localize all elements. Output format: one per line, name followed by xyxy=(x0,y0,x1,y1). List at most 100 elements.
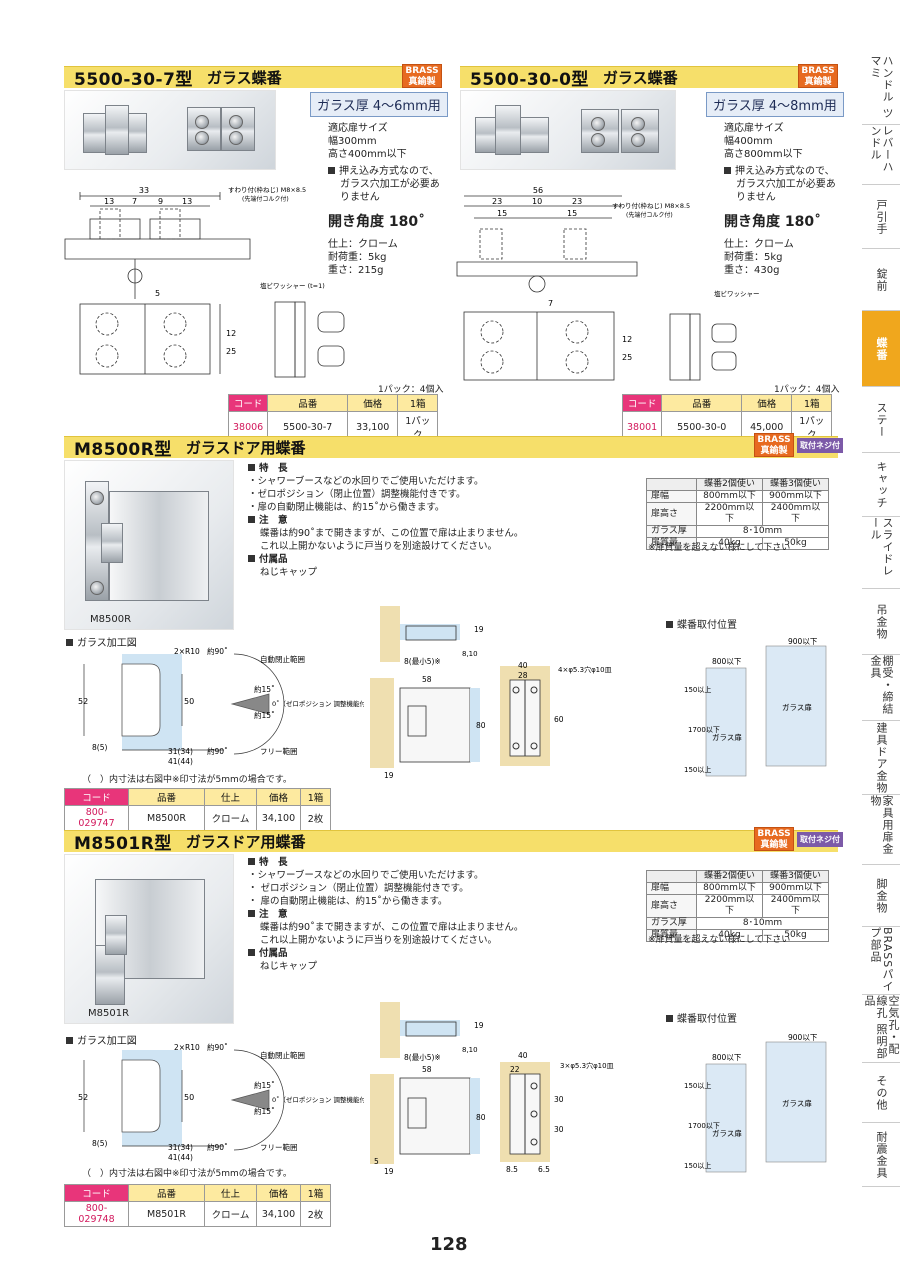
product-title-bar-m8500r: M8500R型 ガラスドア用蝶番 xyxy=(64,436,838,460)
side-nav-item[interactable]: その他 xyxy=(862,1063,900,1123)
product-photo-5500-30-0 xyxy=(460,90,676,170)
svg-text:5: 5 xyxy=(374,1157,379,1166)
svg-text:60: 60 xyxy=(554,715,564,724)
side-nav-item[interactable]: 戸引手 xyxy=(862,185,900,249)
side-nav-label: 建具ドア金物 xyxy=(875,721,888,794)
spec-block-5500-30-0: 適応扉サイズ 幅400mm 高さ800mm以下 押え込み方式なので、ガラス穴加工… xyxy=(724,122,844,277)
side-nav-label: 脚金物 xyxy=(875,877,888,914)
side-nav-item[interactable]: 建具ドア金物 xyxy=(862,721,900,795)
svg-text:8(最小5)※: 8(最小5)※ xyxy=(404,1053,441,1062)
svg-text:3×φ5.3穴φ10皿: 3×φ5.3穴φ10皿 xyxy=(560,1061,614,1070)
side-nav-item[interactable]: 脚金物 xyxy=(862,865,900,927)
svg-text:1700以下: 1700以下 xyxy=(688,1122,720,1130)
load-note: ※扉質量を超えない様にして下さい xyxy=(648,543,791,553)
side-nav-item[interactable]: 空気孔・配線孔 照明部品 xyxy=(862,995,900,1063)
svg-text:41(44): 41(44) xyxy=(168,1153,193,1162)
side-nav-item[interactable]: 錠前 xyxy=(862,249,900,311)
svg-text:58: 58 xyxy=(422,675,432,684)
model-number: M8500R型 xyxy=(74,440,172,460)
install-position-heading: 蝶番取付位置 xyxy=(666,1010,737,1025)
svg-text:ガラス扉: ガラス扉 xyxy=(712,732,742,742)
svg-text:800以下: 800以下 xyxy=(712,1053,742,1062)
svg-text:52: 52 xyxy=(78,1093,88,1102)
side-nav-item[interactable]: スライドレール xyxy=(862,517,900,589)
svg-text:2×R10: 2×R10 xyxy=(174,1043,200,1052)
glass-processing-heading: ガラス加工図 xyxy=(66,634,137,649)
svg-text:約90˚: 約90˚ xyxy=(207,746,228,756)
svg-text:52: 52 xyxy=(78,697,88,706)
svg-text:自動閉止範囲: 自動閉止範囲 xyxy=(260,654,305,664)
svg-text:8(最小5)※: 8(最小5)※ xyxy=(404,657,441,666)
side-nav-item[interactable]: ステー xyxy=(862,387,900,453)
hinge-section-drawing-m8500r: 8(最小5)※ 8,10 19 58 80 19 40 28 60 4×φ5.3… xyxy=(370,606,612,780)
side-nav-item[interactable]: キャッチ xyxy=(862,453,900,517)
svg-text:9: 9 xyxy=(158,197,163,206)
svg-text:25: 25 xyxy=(622,353,632,362)
svg-text:41(44): 41(44) xyxy=(168,757,193,766)
opening-angle: 開き角度 180˚ xyxy=(328,214,426,230)
svg-text:30: 30 xyxy=(554,1095,564,1104)
svg-text:33: 33 xyxy=(139,186,149,195)
svg-text:8,10: 8,10 xyxy=(462,650,478,658)
svg-text:150以上: 150以上 xyxy=(684,685,711,694)
product-name: ガラスドア用蝶番 xyxy=(185,439,306,457)
features-list-m8500r: 特 長 ・シャワーブースなどの水回りでご使用いただけます。 ・ゼロポジション（閉… xyxy=(248,463,524,578)
svg-text:19: 19 xyxy=(384,771,394,780)
side-nav-item[interactable]: BRASSパイプ部品 xyxy=(862,927,900,995)
svg-text:900以下: 900以下 xyxy=(788,1033,818,1042)
side-nav-item[interactable]: 吊金物 xyxy=(862,589,900,655)
svg-text:約90˚: 約90˚ xyxy=(207,646,228,656)
svg-text:7: 7 xyxy=(132,197,137,206)
side-nav-item[interactable]: 棚受・締結金具 xyxy=(862,655,900,721)
technical-drawing-5500-30-0: 56 23 10 23 15 15 7 12 25 すわり付(枠ねじ) M8×8… xyxy=(456,186,762,381)
model-number: 5500-30-7型 xyxy=(74,70,193,90)
svg-text:10: 10 xyxy=(532,197,542,206)
svg-text:50: 50 xyxy=(184,697,194,706)
svg-text:6.5: 6.5 xyxy=(538,1165,550,1174)
svg-text:40: 40 xyxy=(518,1051,528,1060)
model-number: M8501R型 xyxy=(74,834,172,854)
screws-included-badge: 取付ネジ付 xyxy=(797,438,843,453)
side-nav-item[interactable]: レバーハンドル xyxy=(862,125,900,185)
svg-text:約15˚: 約15˚ xyxy=(254,1106,275,1116)
svg-text:150以上: 150以上 xyxy=(684,765,711,774)
product-photo-5500-30-7 xyxy=(64,90,276,170)
side-nav-label: 吊金物 xyxy=(875,603,888,640)
svg-text:8,10: 8,10 xyxy=(462,1046,478,1054)
parenthesis-note: （ ）内寸法は右図中※印寸法が5mmの場合です。 xyxy=(82,1169,292,1179)
side-nav-item[interactable]: 蝶番 xyxy=(862,311,900,387)
svg-text:150以上: 150以上 xyxy=(684,1081,711,1090)
svg-text:15: 15 xyxy=(567,209,577,218)
side-nav-item[interactable]: ハンドル ツマミ xyxy=(862,55,900,125)
svg-text:約15˚: 約15˚ xyxy=(254,684,275,694)
svg-text:7: 7 xyxy=(548,299,553,308)
glass-processing-heading: ガラス加工図 xyxy=(66,1032,137,1047)
svg-text:25: 25 xyxy=(226,347,236,356)
svg-text:塩ビワッシャー (t=1): 塩ビワッシャー (t=1) xyxy=(714,289,762,298)
product-title-bar-5500-30-7: 5500-30-7型 ガラス蝶番 xyxy=(64,66,442,90)
svg-text:約15˚: 約15˚ xyxy=(254,710,275,720)
svg-text:フリー範囲: フリー範囲 xyxy=(260,1142,298,1152)
svg-text:(先端付コルク付): (先端付コルク付) xyxy=(626,211,673,219)
side-nav-label: ハンドル ツマミ xyxy=(869,55,894,120)
load-note: ※扉質量を超えない様にして下さい xyxy=(648,935,791,945)
side-nav-item[interactable]: 耐震金具 xyxy=(862,1123,900,1187)
page-number: 128 xyxy=(430,1234,468,1255)
svg-text:900以下: 900以下 xyxy=(788,637,818,646)
side-nav-label: キャッチ xyxy=(875,460,888,509)
svg-text:56: 56 xyxy=(533,186,543,195)
svg-text:30: 30 xyxy=(554,1125,564,1134)
photo-caption: M8500R xyxy=(90,614,132,625)
side-nav-label: 家具用扉金物 xyxy=(869,795,894,855)
product-name: ガラスドア用蝶番 xyxy=(185,833,306,851)
side-nav-item[interactable]: 家具用扉金物 xyxy=(862,795,900,865)
side-nav-label: 空気孔・配線孔 照明部品 xyxy=(863,995,900,1060)
svg-text:80: 80 xyxy=(476,1113,486,1122)
product-photo-m8501r xyxy=(64,854,234,1024)
product-photo-m8500r xyxy=(64,460,234,630)
